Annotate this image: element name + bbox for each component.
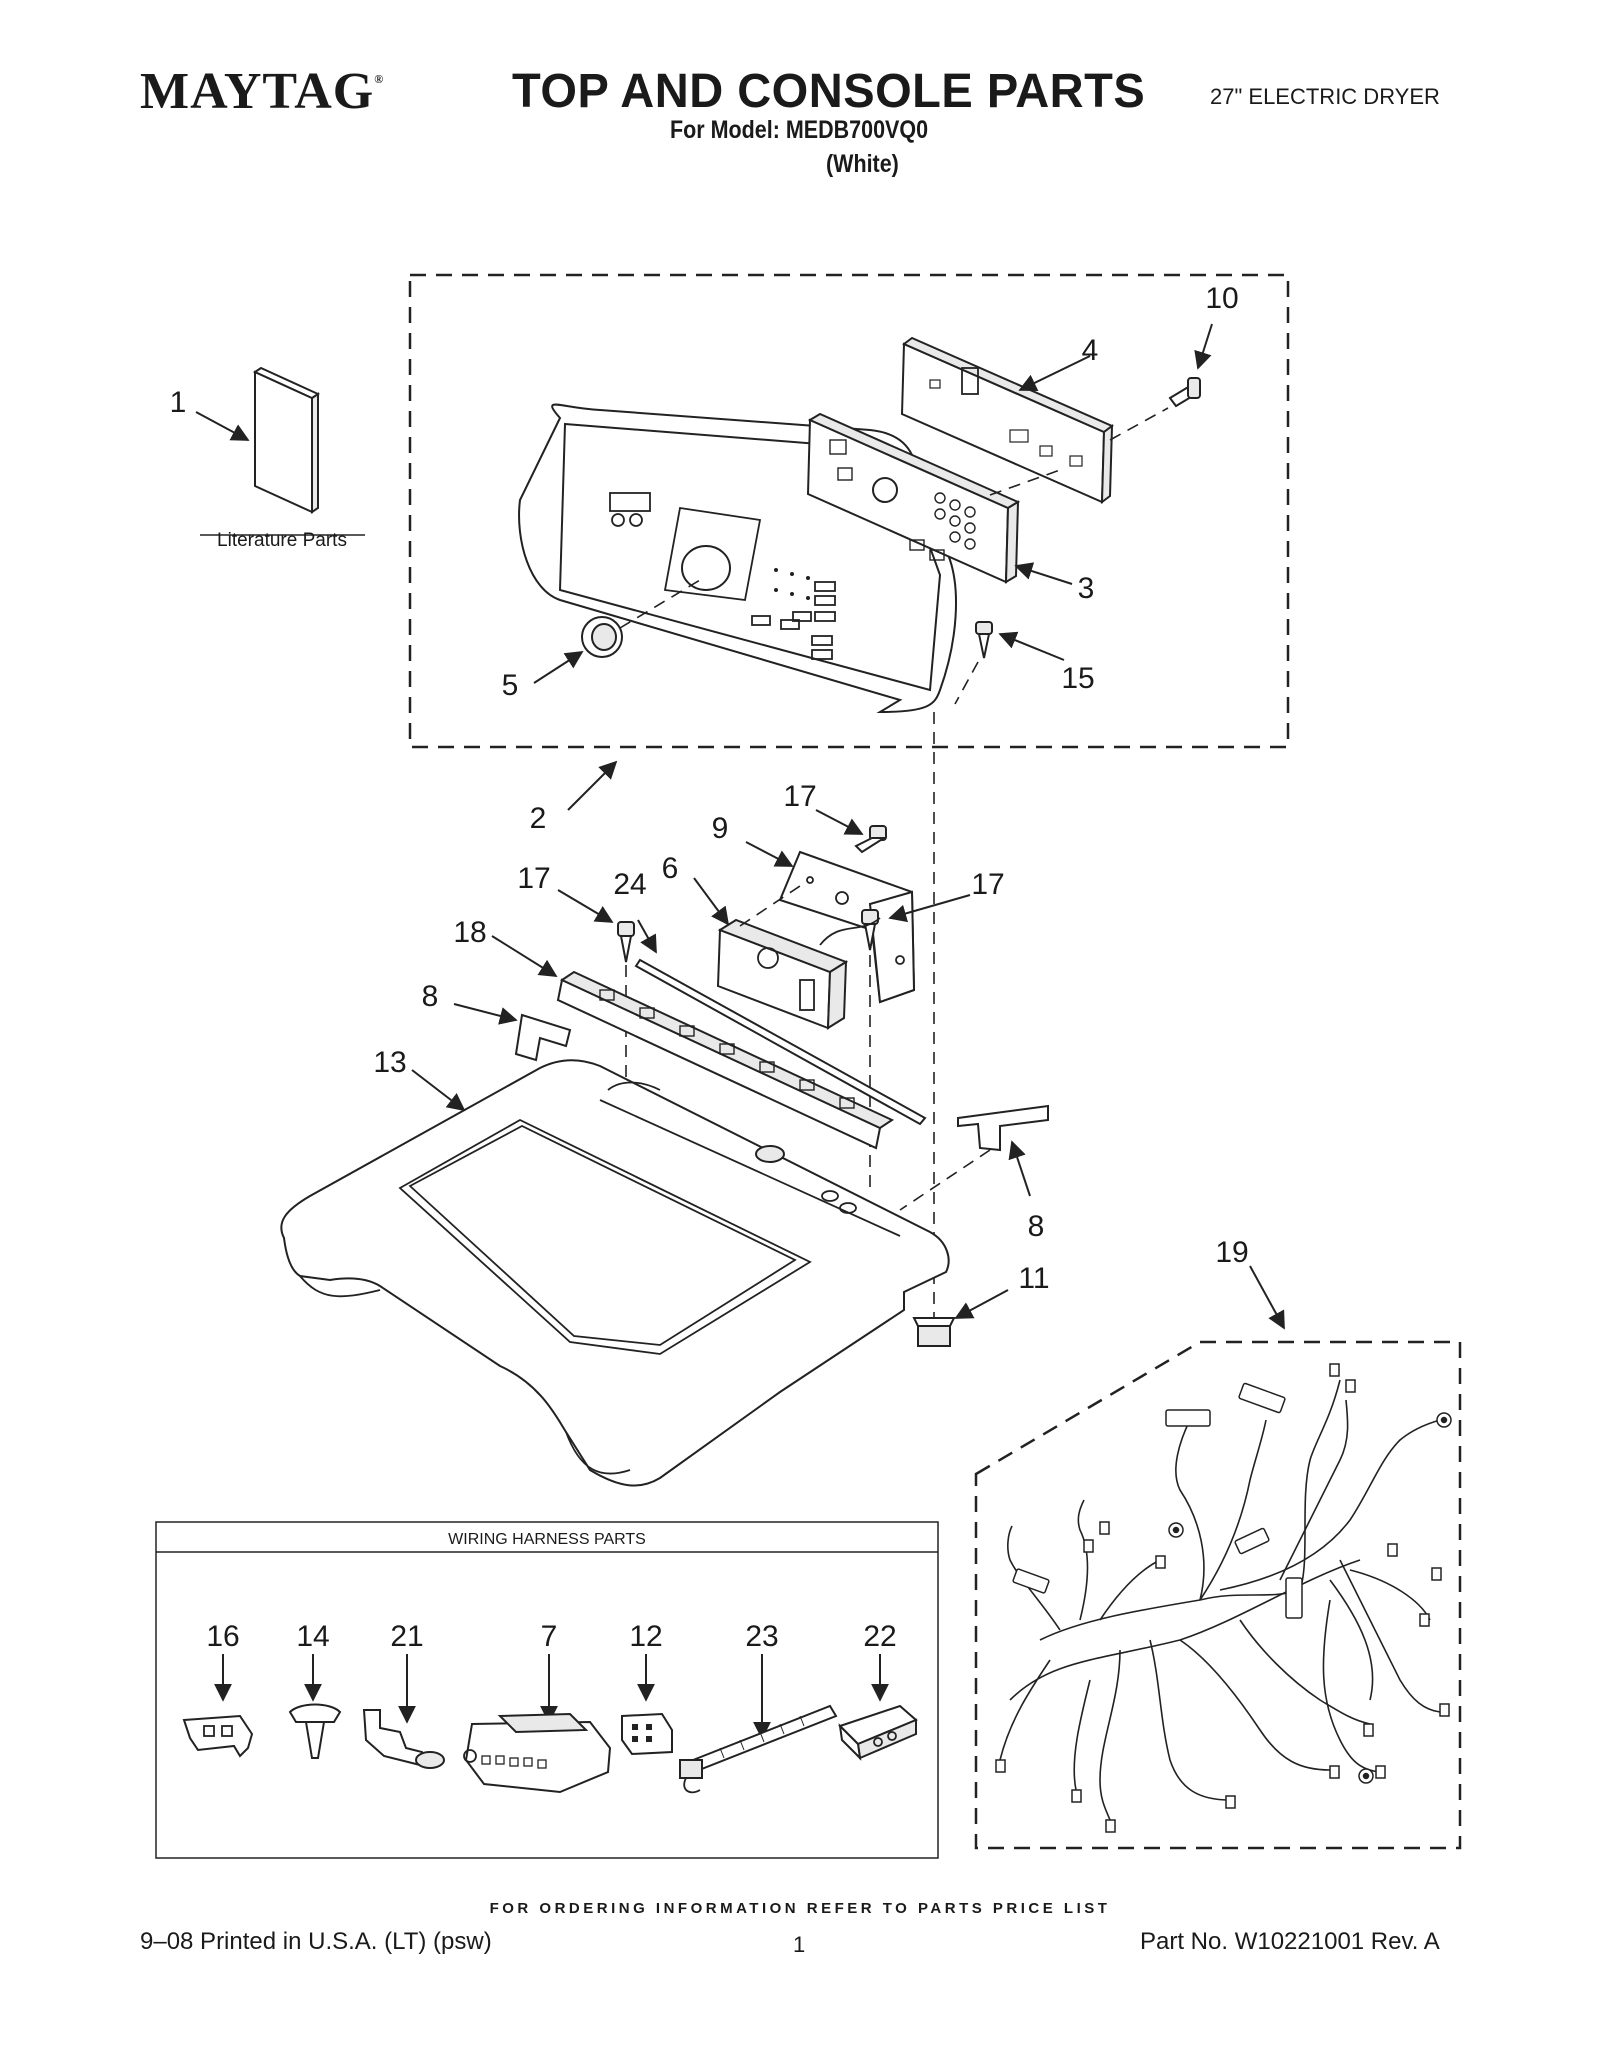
ordering-note: FOR ORDERING INFORMATION REFER TO PARTS … [489,1900,1111,1917]
callout-arrow-3 [1014,562,1073,585]
callout-arrow-18 [491,935,558,977]
wiring-num-12: 12 [629,1620,662,1653]
pad-left-icon [514,1013,572,1062]
pad-right-icon [957,1104,1049,1152]
callout-arrow-19 [1249,1265,1285,1330]
gasket-strip-icon [634,958,927,1126]
callout-arrow-15 [998,631,1065,661]
callout-arrow-5 [533,651,584,684]
callout-arrow-1 [195,411,250,441]
callout-24: 24 [613,868,646,901]
callout-arrow-10 [1194,323,1213,370]
leader-module-bracket [739,881,807,927]
callout-arrow-8b [1008,1140,1031,1197]
wiring-num-14: 14 [296,1620,329,1653]
callout-10: 10 [1205,282,1238,315]
callout-arrow-6 [693,877,730,926]
leader-screw-15 [954,661,979,705]
wiring-num-23: 23 [745,1620,778,1653]
callout-11: 11 [1018,1262,1049,1295]
knob-icon [581,616,623,658]
wiring-harness-parts-box [155,1521,939,1859]
top-panel-icon [280,1059,950,1487]
wiring-num-16: 16 [206,1620,239,1653]
registered-mark: ® [374,72,385,86]
model-line: For Model: MEDB700VQ0 [670,116,929,144]
callout-17-right: 17 [971,868,1004,901]
callout-arrow-17a [815,809,864,835]
callout-arrow-2 [567,760,618,811]
terminal-block-icon [838,1704,918,1761]
leader-screw-10 [1109,407,1169,441]
leader-pad-right [899,1149,991,1211]
callout-arrow-8a [453,1003,518,1025]
callout-19: 19 [1215,1236,1248,1269]
leader-board-link [989,469,1061,496]
literature-label: Literature Parts [217,530,347,551]
callout-arrow-17b [888,894,971,923]
callout-arrow-17c [557,889,614,923]
callout-9: 9 [712,812,729,845]
wiring-item-arrows [214,1654,889,1740]
callout-17-left: 17 [517,862,550,895]
connector-housing-icon [463,1712,612,1794]
harness-clip-icon [182,1714,254,1758]
page-number: 1 [793,1932,806,1957]
page-title: TOP AND CONSOLE PARTS [512,65,1146,118]
console-hinge-strip-icon [556,970,895,1150]
wiring-harness-boundary [974,1340,1462,1850]
callout-18: 18 [453,916,486,949]
callout-4: 4 [1082,334,1099,367]
brand-name: MAYTAG [140,63,375,120]
timer-module-icon [716,917,881,1030]
callout-8-left: 8 [422,980,439,1013]
cable-tie-icon [679,1704,838,1794]
leveling-foot-icon [912,1317,956,1347]
literature-booklet-icon [252,366,321,514]
screw-17-top-icon [854,825,888,854]
product-type: 27" ELECTRIC DRYER [1210,84,1440,109]
wiring-num-21: 21 [390,1620,423,1653]
callout-5: 5 [502,669,519,702]
print-info: 9–08 Printed in U.S.A. (LT) (psw) [140,1928,492,1955]
callout-17-top: 17 [783,780,816,813]
callout-arrow-4 [1018,355,1091,392]
control-board-icon [900,336,1114,505]
push-rivet-icon [288,1703,342,1759]
callout-arrow-11 [954,1289,1009,1319]
callout-3: 3 [1078,572,1095,605]
wire-terminal-icon [362,1709,445,1769]
callout-15: 15 [1061,662,1094,695]
wiring-box-title: WIRING HARNESS PARTS [448,1531,646,1548]
screw-10-icon [1168,377,1201,408]
brand-logo: MAYTAG® [140,62,384,121]
color-line: (White) [826,150,899,178]
wiring-harness-icon [995,1363,1452,1833]
callout-1: 1 [170,386,187,419]
callout-13: 13 [373,1046,406,1079]
part-number: Part No. W10221001 Rev. A [1140,1928,1440,1955]
callout-6: 6 [662,852,679,885]
leader-knob [619,579,701,629]
callout-8-right: 8 [1028,1210,1045,1243]
screw-17-left-icon [617,921,635,963]
wiring-num-22: 22 [863,1620,896,1653]
callout-2: 2 [530,802,547,835]
callout-arrow-24 [637,919,657,954]
wiring-num-7: 7 [541,1620,558,1653]
user-interface-board-icon [806,412,1021,584]
callout-arrow-9 [745,841,794,867]
callout-arrow-13 [411,1069,466,1112]
screw-15-icon [975,621,993,659]
small-connector-icon [621,1712,673,1756]
